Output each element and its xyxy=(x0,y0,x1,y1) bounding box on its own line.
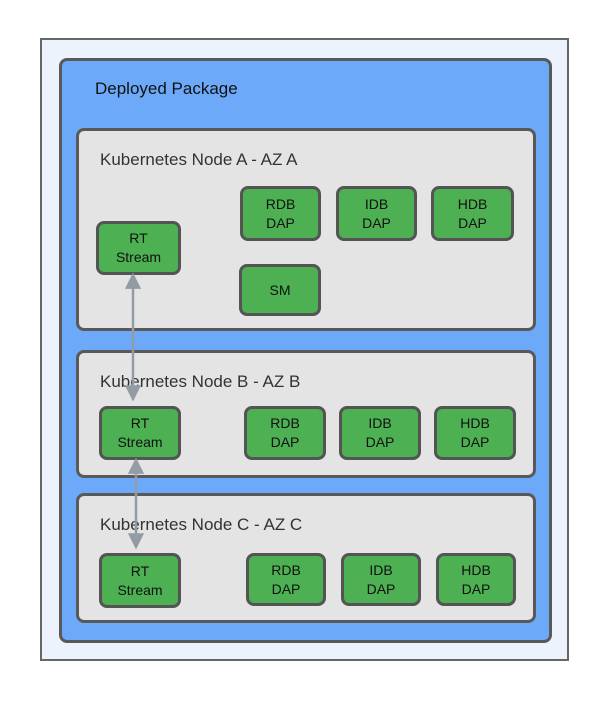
rt-stream-label-line2: Stream xyxy=(117,434,163,450)
node-b-hdb-dap-box: HDB DAP xyxy=(434,406,516,460)
node-a-sm-box: SM xyxy=(239,264,321,316)
node-a-container: Kubernetes Node A - AZ A RT Stream RDB D… xyxy=(76,128,536,331)
hdb-dap-label-line2: DAP xyxy=(458,214,487,231)
node-b-rdb-dap-box: RDB DAP xyxy=(244,406,326,460)
node-a-idb-dap-box: IDB DAP xyxy=(336,186,417,241)
rdb-dap-label-line2: DAP xyxy=(271,580,301,597)
idb-dap-label-line2: DAP xyxy=(362,214,391,231)
hdb-dap-label-line1: HDB xyxy=(460,415,490,431)
idb-dap-label-line1: IDB xyxy=(368,415,392,431)
node-b-title: Kubernetes Node B - AZ B xyxy=(100,372,301,391)
node-b-rt-stream-box: RT Stream xyxy=(99,406,181,460)
rdb-dap-label-line2: DAP xyxy=(270,434,300,450)
hdb-dap-label-line1: HDB xyxy=(461,561,491,578)
deployed-package-title: Deployed Package xyxy=(95,79,238,98)
node-b-idb-dap-box: IDB DAP xyxy=(339,406,421,460)
idb-dap-label-line1: IDB xyxy=(369,561,393,578)
node-c-rdb-dap-box: RDB DAP xyxy=(246,553,326,606)
hdb-dap-label-line2: DAP xyxy=(460,434,490,450)
hdb-dap-label-line2: DAP xyxy=(461,580,491,597)
node-b-container: Kubernetes Node B - AZ B RT Stream RDB D… xyxy=(76,350,536,478)
node-c-title: Kubernetes Node C - AZ C xyxy=(100,515,303,534)
idb-dap-label-line1: IDB xyxy=(364,195,389,212)
node-a-rdb-dap-box: RDB DAP xyxy=(240,186,321,241)
hdb-dap-label-line1: HDB xyxy=(457,195,488,212)
rt-stream-label-line1: RT xyxy=(130,562,150,579)
node-c-idb-dap-box: IDB DAP xyxy=(341,553,421,606)
rt-stream-label-line2: Stream xyxy=(115,249,162,265)
deployed-package-container: Deployed Package Kubernetes Node A - AZ … xyxy=(59,58,552,643)
rt-stream-label-line2: Stream xyxy=(117,581,163,598)
node-c-rt-stream-box: RT Stream xyxy=(99,553,181,608)
rdb-dap-label-line2: DAP xyxy=(266,214,295,231)
node-a-hdb-dap-box: HDB DAP xyxy=(431,186,514,241)
rdb-dap-label-line1: RDB xyxy=(270,415,300,431)
idb-dap-label-line2: DAP xyxy=(365,434,395,450)
node-a-rt-stream-box: RT Stream xyxy=(96,221,181,275)
deployment-outer-container: Deployed Package Kubernetes Node A - AZ … xyxy=(40,38,569,661)
rt-stream-label-line1: RT xyxy=(130,415,150,431)
idb-dap-label-line2: DAP xyxy=(366,580,396,597)
sm-label: SM xyxy=(269,281,291,298)
rdb-dap-label-line1: RDB xyxy=(271,561,301,578)
node-a-title: Kubernetes Node A - AZ A xyxy=(100,150,298,169)
rt-stream-label-line1: RT xyxy=(129,230,148,246)
node-c-container: Kubernetes Node C - AZ C RT Stream RDB D… xyxy=(76,493,536,623)
node-c-hdb-dap-box: HDB DAP xyxy=(436,553,516,606)
rdb-dap-label-line1: RDB xyxy=(265,195,296,212)
